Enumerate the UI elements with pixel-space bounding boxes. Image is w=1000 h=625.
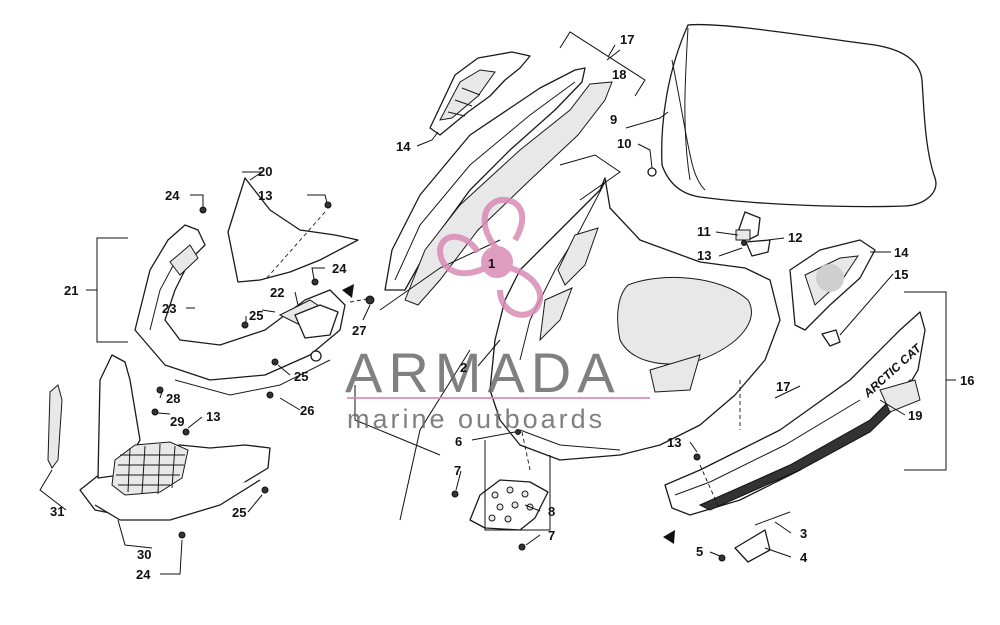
callout-17b: 17 [776,379,790,394]
watermark-logo: ARMADA marine outboards [345,196,650,434]
callout-16: 16 [960,373,974,388]
callout-21: 21 [64,283,78,298]
main-hood [489,177,781,461]
callout-24b: 24 [332,261,347,276]
callout-18: 18 [612,67,626,82]
side-vent-right [789,239,876,331]
callout-13b: 13 [206,409,220,424]
assembly-lines [264,211,741,511]
callout-14a: 14 [396,139,411,154]
mount-22 [294,304,339,339]
callout-7a: 7 [454,463,461,478]
callout-5: 5 [696,544,703,559]
watermark-subtitle: marine outboards [347,404,605,434]
fasteners [151,201,701,539]
callout-6: 6 [455,434,462,449]
watermark-title: ARMADA [345,341,621,404]
propeller-icon [436,196,543,318]
callout-30: 30 [137,547,151,562]
front-nose [134,224,346,396]
callout-2: 2 [460,360,467,375]
grille-panel [97,354,189,496]
callout-8: 8 [548,504,555,519]
callout-19: 19 [908,408,922,423]
callout-29: 29 [170,414,184,429]
callout-26: 26 [300,403,314,418]
windshield-hardware [647,167,771,257]
callout-17a: 17 [620,32,634,47]
callout-31: 31 [50,504,64,519]
windshield [661,23,937,208]
callout-24c: 24 [136,567,151,582]
front-arrows [342,284,675,544]
callout-25a: 25 [249,308,263,323]
callout-20: 20 [258,164,272,179]
callout-3: 3 [800,526,807,541]
callout-28: 28 [166,391,180,406]
callout-4: 4 [800,550,808,565]
side-strip [404,81,613,306]
callout-labels: 1 2 3 4 5 6 7 7 8 9 10 11 12 13 13 13 13… [50,32,974,582]
callout-1: 1 [488,256,495,271]
callout-22: 22 [270,285,284,300]
callout-11: 11 [697,224,711,239]
callout-23: 23 [162,301,176,316]
callout-13a: 13 [258,188,272,203]
side-vent-upper [429,51,531,136]
callout-13d: 13 [667,435,681,450]
group-brackets [86,31,956,531]
headlight-shroud [227,177,359,283]
callout-13c: 13 [697,248,711,263]
callout-14b: 14 [894,245,909,260]
callout-15: 15 [894,267,908,282]
callout-25b: 25 [294,369,308,384]
callout-7b: 7 [548,528,555,543]
fastener-15 [821,329,841,347]
callout-25c: 25 [232,505,246,520]
callout-12: 12 [788,230,802,245]
callout-24a: 24 [165,188,180,203]
callout-27: 27 [352,323,366,338]
side-trim-31 [47,384,63,469]
callout-10: 10 [617,136,631,151]
callout-9: 9 [610,112,617,127]
holed-bracket [451,479,549,551]
mount-bracket [718,511,791,563]
leader-lines [39,111,906,575]
